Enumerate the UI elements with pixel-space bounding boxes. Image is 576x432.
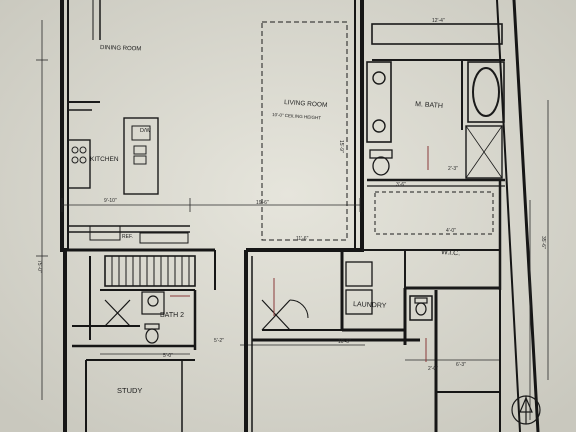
room-label-laundry: LAUNDRY (353, 301, 387, 310)
dimension-closet-depth: 4'-0" (446, 228, 456, 234)
room-label-kitchen: KITCHEN (90, 156, 119, 163)
room-label-wic: W.I.C. (441, 249, 461, 257)
toilet-icon (369, 149, 393, 176)
toilet-icon (144, 323, 160, 344)
room-label-living-ceiling: 10'-0" CEILING HEIGHT (272, 112, 321, 120)
kitchen-sink-icon (133, 145, 147, 165)
room-label-bath2: BATH 2 (160, 312, 184, 319)
sink-icon (147, 295, 159, 307)
dimension-small-a: 2'-3" (448, 166, 458, 172)
powder-room-walls (409, 290, 501, 432)
toilet-icon (414, 297, 428, 316)
bath2-walls (65, 248, 216, 432)
dimension-small-b: 3'-6" (396, 182, 406, 188)
dimension-ticks (170, 146, 429, 362)
dimension-living-depth: 15'-9" (338, 140, 344, 153)
room-label-master-bath: M. BATH (415, 101, 443, 110)
north-arrow-icon (511, 395, 541, 425)
dimension-bath2-width: 5'-0" (163, 353, 173, 359)
dimension-hall-width: 11'-6" (296, 236, 309, 242)
stove-icon (71, 146, 87, 164)
dimension-study-width: 5'-2" (214, 338, 224, 344)
room-label-dining: DINING ROOM (100, 45, 142, 52)
dimension-small-c: 2'-0" (428, 366, 438, 372)
living-room-ceiling-outline (261, 21, 348, 241)
room-label-living: LIVING ROOM (284, 99, 328, 109)
dimension-right-width: 6'-3" (456, 362, 466, 368)
master-bath-walls (366, 23, 505, 187)
dimension-overall-depth: 75'-0" (36, 260, 42, 273)
dimension-side-depth: 35'-6" (540, 236, 546, 249)
dimension-laundry-width: 10'-6" (338, 339, 351, 345)
exterior-walls (60, 0, 540, 432)
dining-kitchen-walls (67, 0, 190, 244)
stair-treads (104, 255, 196, 287)
refrigerator-label: REF. (122, 234, 133, 240)
dimension-bath-width: 12'-4" (432, 18, 445, 24)
laundry-walls (244, 248, 420, 432)
vanity-sink-icon (372, 71, 386, 133)
dimension-living-width: 19'-6" (256, 200, 269, 206)
dimension-lines (36, 20, 549, 420)
closet-shelving-outline (374, 191, 494, 235)
bathtub-icon (467, 61, 505, 123)
room-label-study: STUDY (117, 386, 142, 395)
dimension-kitchen-width: 9'-10" (104, 198, 117, 204)
closet-walls (362, 180, 502, 290)
dishwasher-label: D/W (140, 128, 152, 134)
